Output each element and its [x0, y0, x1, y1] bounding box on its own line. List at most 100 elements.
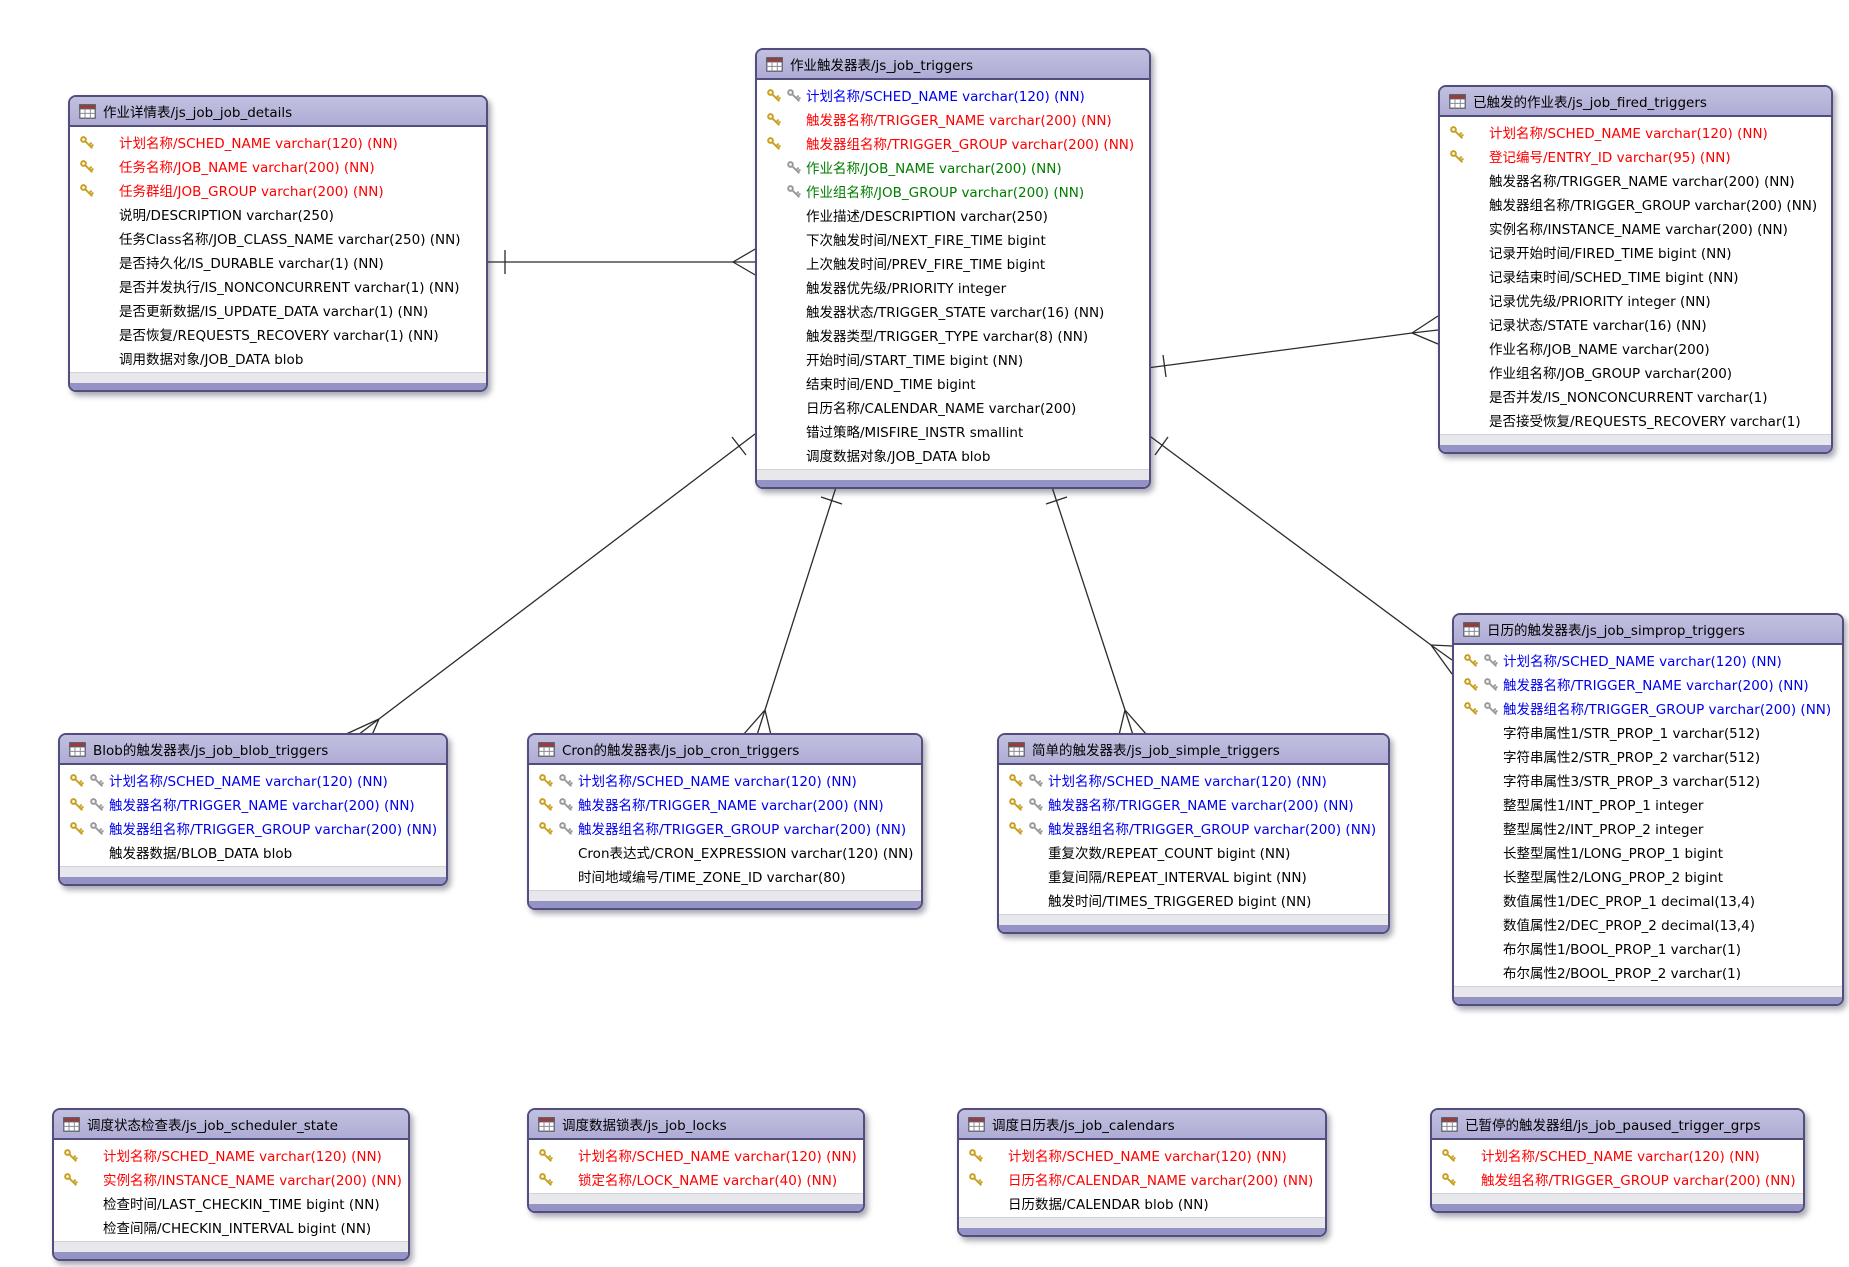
- field-row[interactable]: 长整型属性2/LONG_PROP_2 bigint: [1454, 864, 1842, 888]
- field-row[interactable]: 触发器数据/BLOB_DATA blob: [60, 840, 446, 864]
- field-row[interactable]: 触发器名称/TRIGGER_NAME varchar(200) (NN): [1440, 168, 1831, 192]
- field-row[interactable]: 作业名称/JOB_NAME varchar(200): [1440, 336, 1831, 360]
- table-js_job_blob_triggers[interactable]: Blob的触发器表/js_job_blob_triggers 计划名称/SCHE…: [58, 733, 448, 886]
- field-row[interactable]: 记录状态/STATE varchar(16) (NN): [1440, 312, 1831, 336]
- field-row[interactable]: 计划名称/SCHED_NAME varchar(120) (NN): [54, 1143, 408, 1167]
- table-header[interactable]: 作业触发器表/js_job_triggers: [757, 50, 1149, 80]
- field-row[interactable]: 整型属性1/INT_PROP_1 integer: [1454, 792, 1842, 816]
- field-row[interactable]: 计划名称/SCHED_NAME varchar(120) (NN): [60, 768, 446, 792]
- field-row[interactable]: 重复次数/REPEAT_COUNT bigint (NN): [999, 840, 1388, 864]
- field-row[interactable]: 是否更新数据/IS_UPDATE_DATA varchar(1) (NN): [70, 298, 486, 322]
- field-row[interactable]: 触发器名称/TRIGGER_NAME varchar(200) (NN): [1454, 672, 1842, 696]
- field-row[interactable]: 触发器组名称/TRIGGER_GROUP varchar(200) (NN): [60, 816, 446, 840]
- field-row[interactable]: 长整型属性1/LONG_PROP_1 bigint: [1454, 840, 1842, 864]
- field-row[interactable]: 下次触发时间/NEXT_FIRE_TIME bigint: [757, 227, 1149, 251]
- field-row[interactable]: 是否并发/IS_NONCONCURRENT varchar(1): [1440, 384, 1831, 408]
- field-row[interactable]: 记录结束时间/SCHED_TIME bigint (NN): [1440, 264, 1831, 288]
- field-row[interactable]: 日历名称/CALENDAR_NAME varchar(200): [757, 395, 1149, 419]
- table-header[interactable]: 日历的触发器表/js_job_simprop_triggers: [1454, 615, 1842, 645]
- field-row[interactable]: 计划名称/SCHED_NAME varchar(120) (NN): [959, 1143, 1325, 1167]
- field-row[interactable]: 实例名称/INSTANCE_NAME varchar(200) (NN): [1440, 216, 1831, 240]
- table-js_job_simprop_triggers[interactable]: 日历的触发器表/js_job_simprop_triggers 计划名称/SCH…: [1452, 613, 1844, 1006]
- field-row[interactable]: 触发器名称/TRIGGER_NAME varchar(200) (NN): [999, 792, 1388, 816]
- field-row[interactable]: 记录开始时间/FIRED_TIME bigint (NN): [1440, 240, 1831, 264]
- table-js_job_locks[interactable]: 调度数据锁表/js_job_locks 计划名称/SCHED_NAME varc…: [527, 1108, 865, 1213]
- field-row[interactable]: 触发器组名称/TRIGGER_GROUP varchar(200) (NN): [529, 816, 921, 840]
- table-header[interactable]: Cron的触发器表/js_job_cron_triggers: [529, 735, 921, 765]
- table-js_job_triggers[interactable]: 作业触发器表/js_job_triggers 计划名称/SCHED_NAME v…: [755, 48, 1151, 489]
- field-row[interactable]: 调度数据对象/JOB_DATA blob: [757, 443, 1149, 467]
- field-row[interactable]: 字符串属性1/STR_PROP_1 varchar(512): [1454, 720, 1842, 744]
- field-row[interactable]: 上次触发时间/PREV_FIRE_TIME bigint: [757, 251, 1149, 275]
- field-row[interactable]: 触发组名称/TRIGGER_GROUP varchar(200) (NN): [1432, 1167, 1803, 1191]
- field-row[interactable]: 开始时间/START_TIME bigint (NN): [757, 347, 1149, 371]
- field-row[interactable]: 触发器名称/TRIGGER_NAME varchar(200) (NN): [757, 107, 1149, 131]
- field-row[interactable]: 触发器名称/TRIGGER_NAME varchar(200) (NN): [60, 792, 446, 816]
- field-row[interactable]: 计划名称/SCHED_NAME varchar(120) (NN): [529, 1143, 863, 1167]
- table-js_job_simple_triggers[interactable]: 简单的触发器表/js_job_simple_triggers 计划名称/SCHE…: [997, 733, 1390, 934]
- field-row[interactable]: 说明/DESCRIPTION varchar(250): [70, 202, 486, 226]
- field-row[interactable]: 是否恢复/REQUESTS_RECOVERY varchar(1) (NN): [70, 322, 486, 346]
- table-header[interactable]: 已暂停的触发器组/js_job_paused_trigger_grps: [1432, 1110, 1803, 1140]
- field-row[interactable]: 检查时间/LAST_CHECKIN_TIME bigint (NN): [54, 1191, 408, 1215]
- field-row[interactable]: 锁定名称/LOCK_NAME varchar(40) (NN): [529, 1167, 863, 1191]
- table-js_job_fired_triggers[interactable]: 已触发的作业表/js_job_fired_triggers 计划名称/SCHED…: [1438, 85, 1833, 454]
- field-row[interactable]: 触发器类型/TRIGGER_TYPE varchar(8) (NN): [757, 323, 1149, 347]
- field-row[interactable]: 日历名称/CALENDAR_NAME varchar(200) (NN): [959, 1167, 1325, 1191]
- field-row[interactable]: 整型属性2/INT_PROP_2 integer: [1454, 816, 1842, 840]
- field-row[interactable]: 重复间隔/REPEAT_INTERVAL bigint (NN): [999, 864, 1388, 888]
- field-row[interactable]: 触发器组名称/TRIGGER_GROUP varchar(200) (NN): [999, 816, 1388, 840]
- field-row[interactable]: 登记编号/ENTRY_ID varchar(95) (NN): [1440, 144, 1831, 168]
- field-row[interactable]: 字符串属性2/STR_PROP_2 varchar(512): [1454, 744, 1842, 768]
- field-row[interactable]: 布尔属性2/BOOL_PROP_2 varchar(1): [1454, 960, 1842, 984]
- table-js_job_calendars[interactable]: 调度日历表/js_job_calendars 计划名称/SCHED_NAME v…: [957, 1108, 1327, 1237]
- field-row[interactable]: 调用数据对象/JOB_DATA blob: [70, 346, 486, 370]
- table-js_job_paused_trigger_grps[interactable]: 已暂停的触发器组/js_job_paused_trigger_grps 计划名称…: [1430, 1108, 1805, 1213]
- field-row[interactable]: 字符串属性3/STR_PROP_3 varchar(512): [1454, 768, 1842, 792]
- table-header[interactable]: 调度数据锁表/js_job_locks: [529, 1110, 863, 1140]
- field-row[interactable]: 是否持久化/IS_DURABLE varchar(1) (NN): [70, 250, 486, 274]
- field-row[interactable]: 作业组名称/JOB_GROUP varchar(200): [1440, 360, 1831, 384]
- field-row[interactable]: 记录优先级/PRIORITY integer (NN): [1440, 288, 1831, 312]
- field-row[interactable]: Cron表达式/CRON_EXPRESSION varchar(120) (NN…: [529, 840, 921, 864]
- table-header[interactable]: Blob的触发器表/js_job_blob_triggers: [60, 735, 446, 765]
- field-row[interactable]: 触发器优先级/PRIORITY integer: [757, 275, 1149, 299]
- field-row[interactable]: 计划名称/SCHED_NAME varchar(120) (NN): [757, 83, 1149, 107]
- field-row[interactable]: 任务名称/JOB_NAME varchar(200) (NN): [70, 154, 486, 178]
- field-row[interactable]: 计划名称/SCHED_NAME varchar(120) (NN): [529, 768, 921, 792]
- field-row[interactable]: 计划名称/SCHED_NAME varchar(120) (NN): [1440, 120, 1831, 144]
- table-header[interactable]: 调度状态检查表/js_job_scheduler_state: [54, 1110, 408, 1140]
- field-row[interactable]: 触发时间/TIMES_TRIGGERED bigint (NN): [999, 888, 1388, 912]
- field-row[interactable]: 计划名称/SCHED_NAME varchar(120) (NN): [1432, 1143, 1803, 1167]
- field-row[interactable]: 作业描述/DESCRIPTION varchar(250): [757, 203, 1149, 227]
- table-header[interactable]: 已触发的作业表/js_job_fired_triggers: [1440, 87, 1831, 117]
- table-header[interactable]: 作业详情表/js_job_job_details: [70, 97, 486, 127]
- field-row[interactable]: 是否并发执行/IS_NONCONCURRENT varchar(1) (NN): [70, 274, 486, 298]
- field-row[interactable]: 触发器名称/TRIGGER_NAME varchar(200) (NN): [529, 792, 921, 816]
- field-row[interactable]: 时间地域编号/TIME_ZONE_ID varchar(80): [529, 864, 921, 888]
- field-row[interactable]: 数值属性1/DEC_PROP_1 decimal(13,4): [1454, 888, 1842, 912]
- field-row[interactable]: 计划名称/SCHED_NAME varchar(120) (NN): [999, 768, 1388, 792]
- field-row[interactable]: 触发器状态/TRIGGER_STATE varchar(16) (NN): [757, 299, 1149, 323]
- field-row[interactable]: 触发器组名称/TRIGGER_GROUP varchar(200) (NN): [757, 131, 1149, 155]
- table-js_job_job_details[interactable]: 作业详情表/js_job_job_details 计划名称/SCHED_NAME…: [68, 95, 488, 392]
- table-js_job_scheduler_state[interactable]: 调度状态检查表/js_job_scheduler_state 计划名称/SCHE…: [52, 1108, 410, 1261]
- field-row[interactable]: 结束时间/END_TIME bigint: [757, 371, 1149, 395]
- table-header[interactable]: 调度日历表/js_job_calendars: [959, 1110, 1325, 1140]
- field-row[interactable]: 检查间隔/CHECKIN_INTERVAL bigint (NN): [54, 1215, 408, 1239]
- field-row[interactable]: 计划名称/SCHED_NAME varchar(120) (NN): [1454, 648, 1842, 672]
- field-row[interactable]: 任务群组/JOB_GROUP varchar(200) (NN): [70, 178, 486, 202]
- field-row[interactable]: 日历数据/CALENDAR blob (NN): [959, 1191, 1325, 1215]
- table-js_job_cron_triggers[interactable]: Cron的触发器表/js_job_cron_triggers 计划名称/SCHE…: [527, 733, 923, 910]
- table-header[interactable]: 简单的触发器表/js_job_simple_triggers: [999, 735, 1388, 765]
- field-row[interactable]: 作业名称/JOB_NAME varchar(200) (NN): [757, 155, 1149, 179]
- field-row[interactable]: 计划名称/SCHED_NAME varchar(120) (NN): [70, 130, 486, 154]
- field-row[interactable]: 是否接受恢复/REQUESTS_RECOVERY varchar(1): [1440, 408, 1831, 432]
- field-row[interactable]: 布尔属性1/BOOL_PROP_1 varchar(1): [1454, 936, 1842, 960]
- field-row[interactable]: 作业组名称/JOB_GROUP varchar(200) (NN): [757, 179, 1149, 203]
- field-row[interactable]: 触发器组名称/TRIGGER_GROUP varchar(200) (NN): [1440, 192, 1831, 216]
- field-row[interactable]: 数值属性2/DEC_PROP_2 decimal(13,4): [1454, 912, 1842, 936]
- field-row[interactable]: 任务Class名称/JOB_CLASS_NAME varchar(250) (N…: [70, 226, 486, 250]
- field-row[interactable]: 实例名称/INSTANCE_NAME varchar(200) (NN): [54, 1167, 408, 1191]
- field-row[interactable]: 错过策略/MISFIRE_INSTR smallint: [757, 419, 1149, 443]
